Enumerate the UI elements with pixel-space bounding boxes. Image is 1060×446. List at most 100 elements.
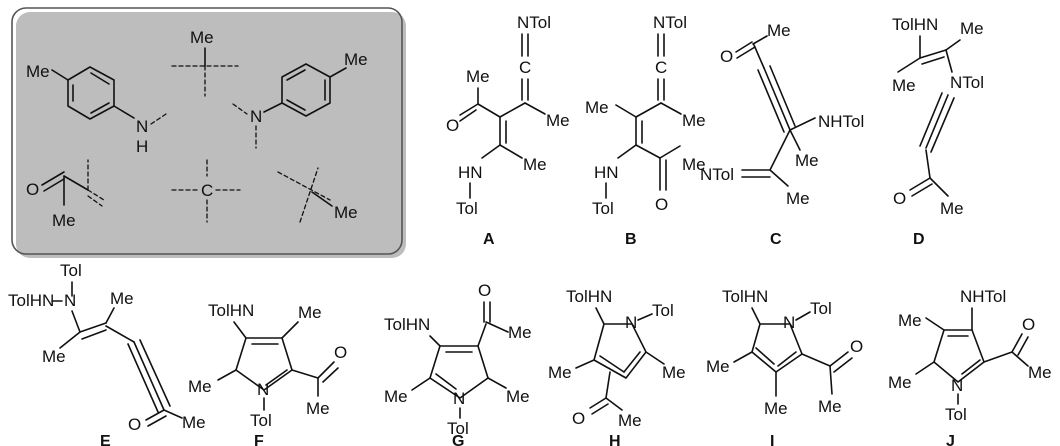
- atom-c: C: [201, 181, 213, 200]
- atom-me: Me: [466, 67, 490, 86]
- atom-nhtol: NHTol: [960, 287, 1006, 306]
- atom-me: Me: [892, 76, 916, 95]
- atom-o: O: [893, 189, 906, 208]
- atom-o: O: [446, 116, 459, 135]
- structure-i: TolHN N Tol Me Me O Me I: [706, 287, 863, 446]
- atom-me: Me: [26, 62, 50, 81]
- structure-a: NTol C Me Me O Me HN Tol A: [446, 13, 570, 248]
- atom-n: N: [64, 291, 76, 310]
- atom-me: Me: [618, 411, 642, 430]
- atom-me: Me: [110, 289, 134, 308]
- atom-me: Me: [298, 303, 322, 322]
- structure-d: TolHN Me Me NTol O Me D: [892, 15, 984, 248]
- atom-tolhn: TolHN: [566, 287, 612, 306]
- structure-j: NHTol Me Me O Me N Tol J: [888, 287, 1052, 446]
- structure-g: O Me TolHN Me Me N Tol G: [384, 281, 532, 446]
- atom-o: O: [655, 195, 668, 214]
- structure-label: D: [913, 231, 925, 248]
- atom-n: N: [783, 313, 795, 332]
- atom-tolhn: TolHN: [722, 287, 768, 306]
- atom-me: Me: [786, 189, 810, 208]
- atom-h: H: [136, 137, 148, 156]
- atom-o: O: [128, 415, 141, 434]
- atom-me: Me: [306, 399, 330, 418]
- structure-label: F: [254, 433, 264, 446]
- fragment-box-shadow: [16, 12, 406, 258]
- atom-me: Me: [818, 397, 842, 416]
- atom-me: Me: [764, 399, 788, 418]
- atom-tol: Tol: [592, 199, 614, 218]
- atom-n: N: [257, 380, 269, 399]
- atom-tol: Tol: [652, 301, 674, 320]
- structure-label: H: [609, 433, 621, 446]
- atom-tolhn: TolHN: [384, 315, 430, 334]
- atom-tol: Tol: [250, 411, 272, 430]
- atom-c: C: [519, 58, 531, 77]
- atom-me: Me: [190, 28, 214, 47]
- atom-me: Me: [42, 347, 66, 366]
- fragment-box: Me N H Me N: [11, 7, 406, 258]
- atom-n: N: [625, 313, 637, 332]
- structure-label: C: [770, 231, 782, 248]
- atom-o: O: [850, 337, 863, 356]
- structure-label: J: [946, 433, 955, 446]
- fragment-toluidine-nh: Me N H: [26, 62, 167, 156]
- atom-tolhn: TolHN: [892, 15, 938, 34]
- structure-c: O Me NHTol Me NTol Me C: [700, 21, 864, 248]
- atom-me: Me: [52, 211, 76, 230]
- atom-o: O: [478, 281, 491, 300]
- atom-me: Me: [898, 311, 922, 330]
- atom-o: O: [720, 47, 733, 66]
- atom-tol: Tol: [945, 405, 967, 424]
- structure-label: A: [483, 231, 495, 248]
- fragment-methyl-cross: Me: [171, 28, 239, 97]
- atom-me: Me: [795, 151, 819, 170]
- fragment-carbon-cross: C: [171, 159, 241, 223]
- structure-label: E: [100, 433, 111, 446]
- structure-e: Tol TolHN N Me Me O Me E: [8, 261, 206, 446]
- fragment-n-tolyl: N Me: [232, 50, 368, 149]
- structure-h: TolHN N Tol Me Me O Me H: [548, 287, 686, 446]
- atom-tol: Tol: [447, 419, 469, 438]
- atom-me: Me: [344, 50, 368, 69]
- atom-o: O: [26, 180, 39, 199]
- atom-c: C: [655, 58, 667, 77]
- atom-me: Me: [523, 155, 547, 174]
- fragment-methyl-diagonal: Me: [277, 167, 358, 223]
- atom-me: Me: [682, 111, 706, 130]
- atom-tolhn: TolHN: [208, 301, 254, 320]
- structure-f: TolHN Me Me O Me N Tol F: [188, 301, 347, 446]
- atom-n: N: [951, 376, 963, 395]
- atom-me: Me: [384, 387, 408, 406]
- atom-hn: HN: [594, 163, 619, 182]
- atom-me: Me: [546, 111, 570, 130]
- atom-me: Me: [585, 98, 609, 117]
- atom-n: N: [250, 107, 262, 126]
- atom-nhtol: NHTol: [818, 112, 864, 131]
- structure-label: B: [625, 231, 637, 248]
- atom-me: Me: [188, 377, 212, 396]
- atom-tolhn: TolHN: [8, 291, 54, 310]
- atom-me: Me: [960, 19, 984, 38]
- atom-hn: HN: [458, 163, 483, 182]
- atom-me: Me: [767, 21, 791, 40]
- atom-me: Me: [940, 199, 964, 218]
- atom-me: Me: [548, 363, 572, 382]
- atom-me: Me: [334, 203, 358, 222]
- atom-me: Me: [662, 363, 686, 382]
- atom-n: N: [136, 117, 148, 136]
- atom-tol: Tol: [60, 261, 82, 280]
- atom-me: Me: [682, 155, 706, 174]
- atom-me: Me: [506, 387, 530, 406]
- atom-o: O: [334, 343, 347, 362]
- atom-me: Me: [706, 357, 730, 376]
- atom-ntol: NTol: [950, 73, 984, 92]
- atom-o: O: [1022, 315, 1035, 334]
- atom-ntol: NTol: [653, 13, 687, 32]
- structure-b: NTol C Me Me Me O HN Tol B: [585, 13, 706, 248]
- atom-ntol: NTol: [517, 13, 551, 32]
- fragment-acetyl: O Me: [26, 159, 105, 230]
- atom-me: Me: [888, 373, 912, 392]
- atom-tol: Tol: [456, 199, 478, 218]
